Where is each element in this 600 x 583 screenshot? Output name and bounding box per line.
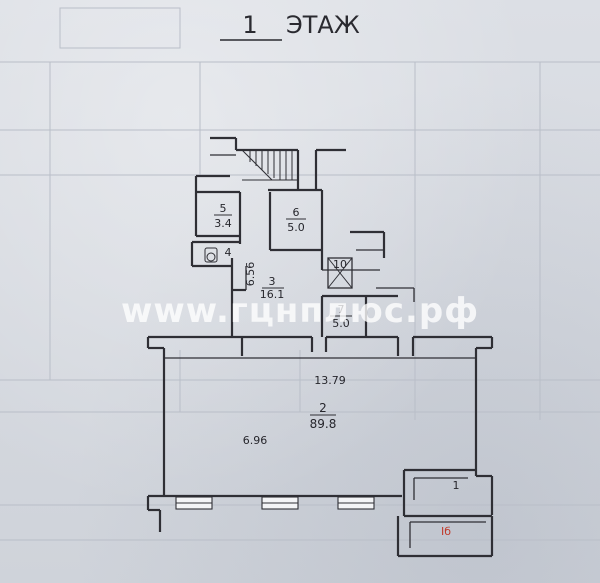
svg-text:6: 6 (293, 206, 300, 219)
svg-text:4: 4 (225, 246, 232, 259)
svg-text:89.8: 89.8 (310, 417, 337, 431)
svg-text:1: 1 (453, 479, 460, 492)
room-6-label: 6 5.0 (286, 206, 306, 234)
svg-text:3.4: 3.4 (214, 217, 232, 230)
room-labels: 5 3.4 4 6 5.0 3 16.1 7 5.0 2 89.8 1 (214, 202, 460, 538)
toilet-icon (204, 247, 218, 263)
svg-text:Iб: Iб (441, 525, 451, 538)
room-5-label: 5 3.4 (214, 202, 232, 230)
room-2-label: 2 89.8 (310, 401, 337, 431)
main-hall-walls (146, 335, 494, 532)
room-7-label: 7 5.0 (330, 303, 352, 330)
room-1-walls (396, 468, 494, 558)
dimension-labels: 13.79 6.96 6.56 (243, 262, 346, 447)
watermark-text: www.гцнплюс.рф (121, 291, 479, 331)
stair-treads (241, 149, 298, 181)
floor-label: ЭТАЖ (286, 11, 360, 39)
hall-width-dimension: 13.79 (314, 374, 346, 387)
svg-text:2: 2 (319, 401, 327, 415)
room-1-label: 1 (453, 479, 460, 492)
hall-depth-dimension: 6.96 (243, 434, 268, 447)
background-form-lines (0, 7, 600, 541)
floor-number: 1 (242, 11, 257, 39)
svg-text:3: 3 (269, 275, 276, 288)
corridor-length-dimension: 6.56 (244, 262, 257, 287)
upper-block-walls: 10 (190, 136, 415, 337)
svg-text:16.1: 16.1 (260, 288, 285, 301)
svg-text:7: 7 (338, 303, 345, 316)
room-3-label: 3 16.1 (260, 275, 285, 301)
floor-title: 1 ЭТАЖ (220, 11, 360, 41)
front-windows (175, 496, 375, 510)
svg-text:5.0: 5.0 (287, 221, 305, 234)
elevator-label: 10 (333, 258, 347, 271)
room-4-label: 4 (225, 246, 232, 259)
room-1b-label: Iб (441, 525, 451, 538)
svg-text:5.0: 5.0 (332, 317, 350, 330)
svg-text:5: 5 (220, 202, 227, 215)
